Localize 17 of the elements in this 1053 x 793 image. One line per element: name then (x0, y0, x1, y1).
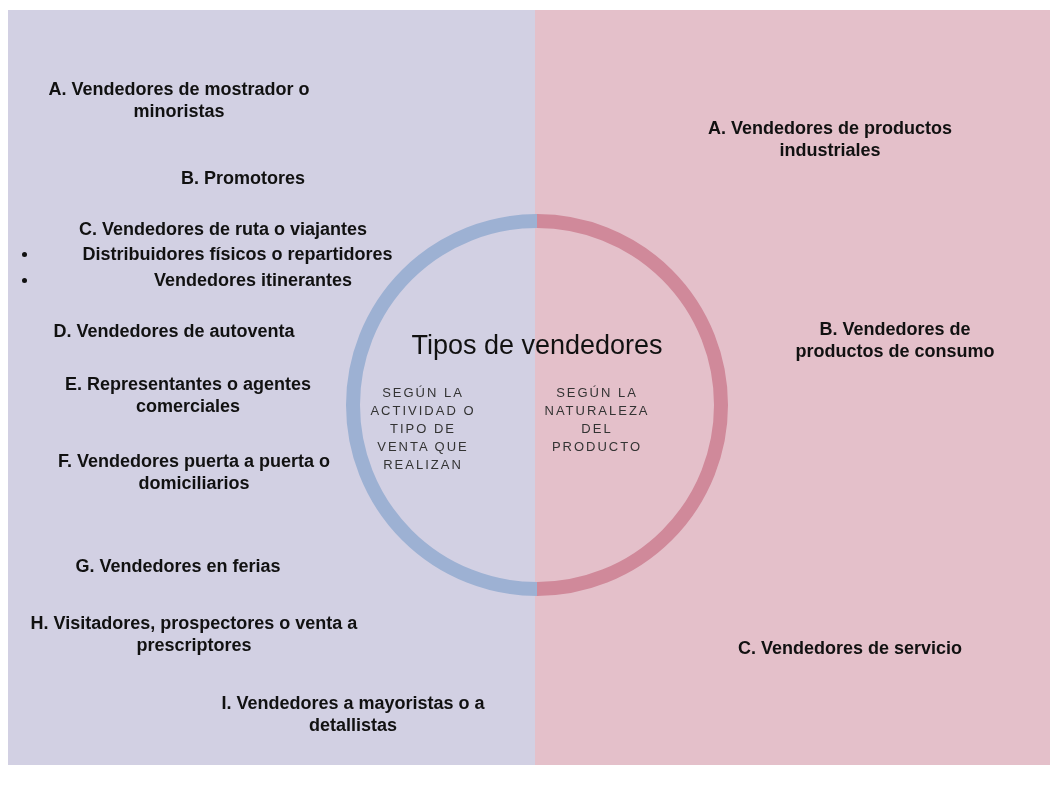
category-item: A. Vendedores de mostrador o minoristas (47, 78, 311, 122)
category-item: C. Vendedores de servicio (736, 637, 964, 659)
category-item: C. Vendedores de ruta o viajantes (77, 218, 369, 240)
category-item: B. Promotores (180, 167, 306, 189)
category-item: A. Vendedores de productos industriales (706, 117, 953, 161)
category-item: B. Vendedores de productos de consumo (794, 318, 996, 362)
category-item: Distribuidores físicos o repartidores (81, 243, 394, 265)
category-item: F. Vendedores puerta a puerta o domiciliarios (56, 450, 332, 494)
category-item: I. Vendedores a mayoristas o a detallistas (220, 692, 486, 736)
category-item: Vendedores itinerantes (152, 269, 354, 291)
category-item: H. Visitadores, prospectores o venta a prescriptores (29, 612, 359, 656)
section-heading: SEGÚN LA ACTIVIDAD O TIPO DE VENTA QUE REALIZAN (369, 384, 477, 474)
category-item: E. Representantes o agentes comerciales (63, 373, 313, 417)
category-item: D. Vendedores de autoventa (52, 320, 296, 342)
category-item: G. Vendedores en ferias (74, 555, 282, 577)
section-heading: SEGÚN LA NATURALEZA DEL PRODUCTO (543, 384, 651, 456)
circle-heading: Tipos de vendedores (410, 330, 664, 361)
